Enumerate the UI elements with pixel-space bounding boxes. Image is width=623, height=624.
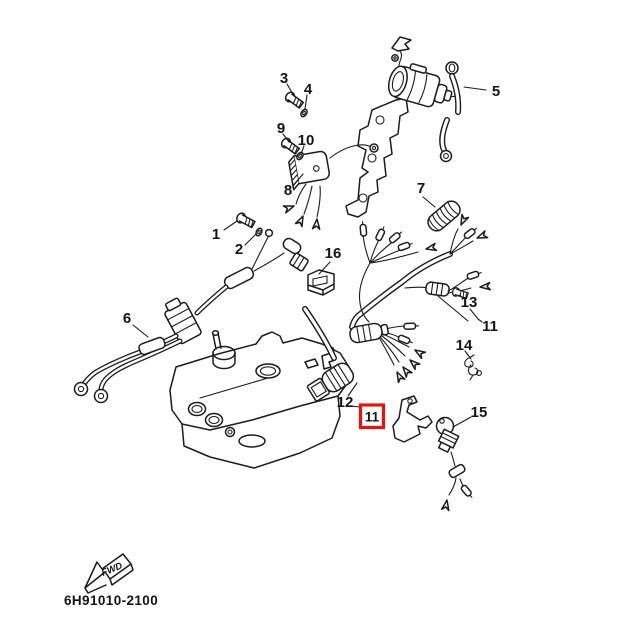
callout-15: 15 <box>471 404 488 421</box>
callout-9: 9 <box>277 120 285 137</box>
bolt-1-drawing <box>234 210 257 230</box>
lead-wire-assembly-drawing <box>194 228 309 316</box>
callout-12: 12 <box>337 394 354 411</box>
washer-2-drawing <box>254 226 264 238</box>
ribbed-sleeve-7-drawing <box>427 200 461 232</box>
battery-cables-6-drawing <box>73 333 183 404</box>
grommet-16-drawing <box>307 269 335 296</box>
fwd-arrow: FWD <box>84 553 134 594</box>
battery-cable-5-drawing <box>439 61 462 163</box>
callout-14: 14 <box>456 337 473 354</box>
callout-8: 8 <box>284 182 292 199</box>
callout-1: 1 <box>212 226 220 243</box>
wire-harness-drawing <box>302 213 492 384</box>
callout-5: 5 <box>492 83 500 100</box>
part-number-label: 6H91010-2100 <box>64 593 158 608</box>
callout-3: 3 <box>280 70 288 87</box>
callout-7: 7 <box>417 180 425 197</box>
clip-14-drawing <box>464 354 482 381</box>
callout-11: 11 <box>482 318 498 335</box>
rectifier-drawing <box>282 143 379 231</box>
connector-block-drawing <box>164 297 202 345</box>
callout-2: 2 <box>235 241 243 258</box>
bracket-drawing <box>392 395 433 443</box>
washer-4-drawing <box>298 107 310 119</box>
callout-16: 16 <box>325 245 342 262</box>
connector-12-drawing <box>306 362 355 402</box>
crankcase-drawing <box>169 330 350 469</box>
starter-motor-drawing <box>387 63 461 108</box>
callout-11-highlighted: 11 <box>365 410 380 425</box>
highlight-box <box>358 403 386 430</box>
callout-10: 10 <box>298 132 315 149</box>
callout-4: 4 <box>304 81 313 98</box>
thermo-switch-15-drawing <box>435 416 475 512</box>
mounting-bracket-drawing <box>345 97 409 218</box>
callout-13: 13 <box>461 294 478 311</box>
callout-6: 6 <box>123 310 131 327</box>
leader-lines <box>132 83 487 428</box>
bolt-3-drawing <box>283 89 306 111</box>
